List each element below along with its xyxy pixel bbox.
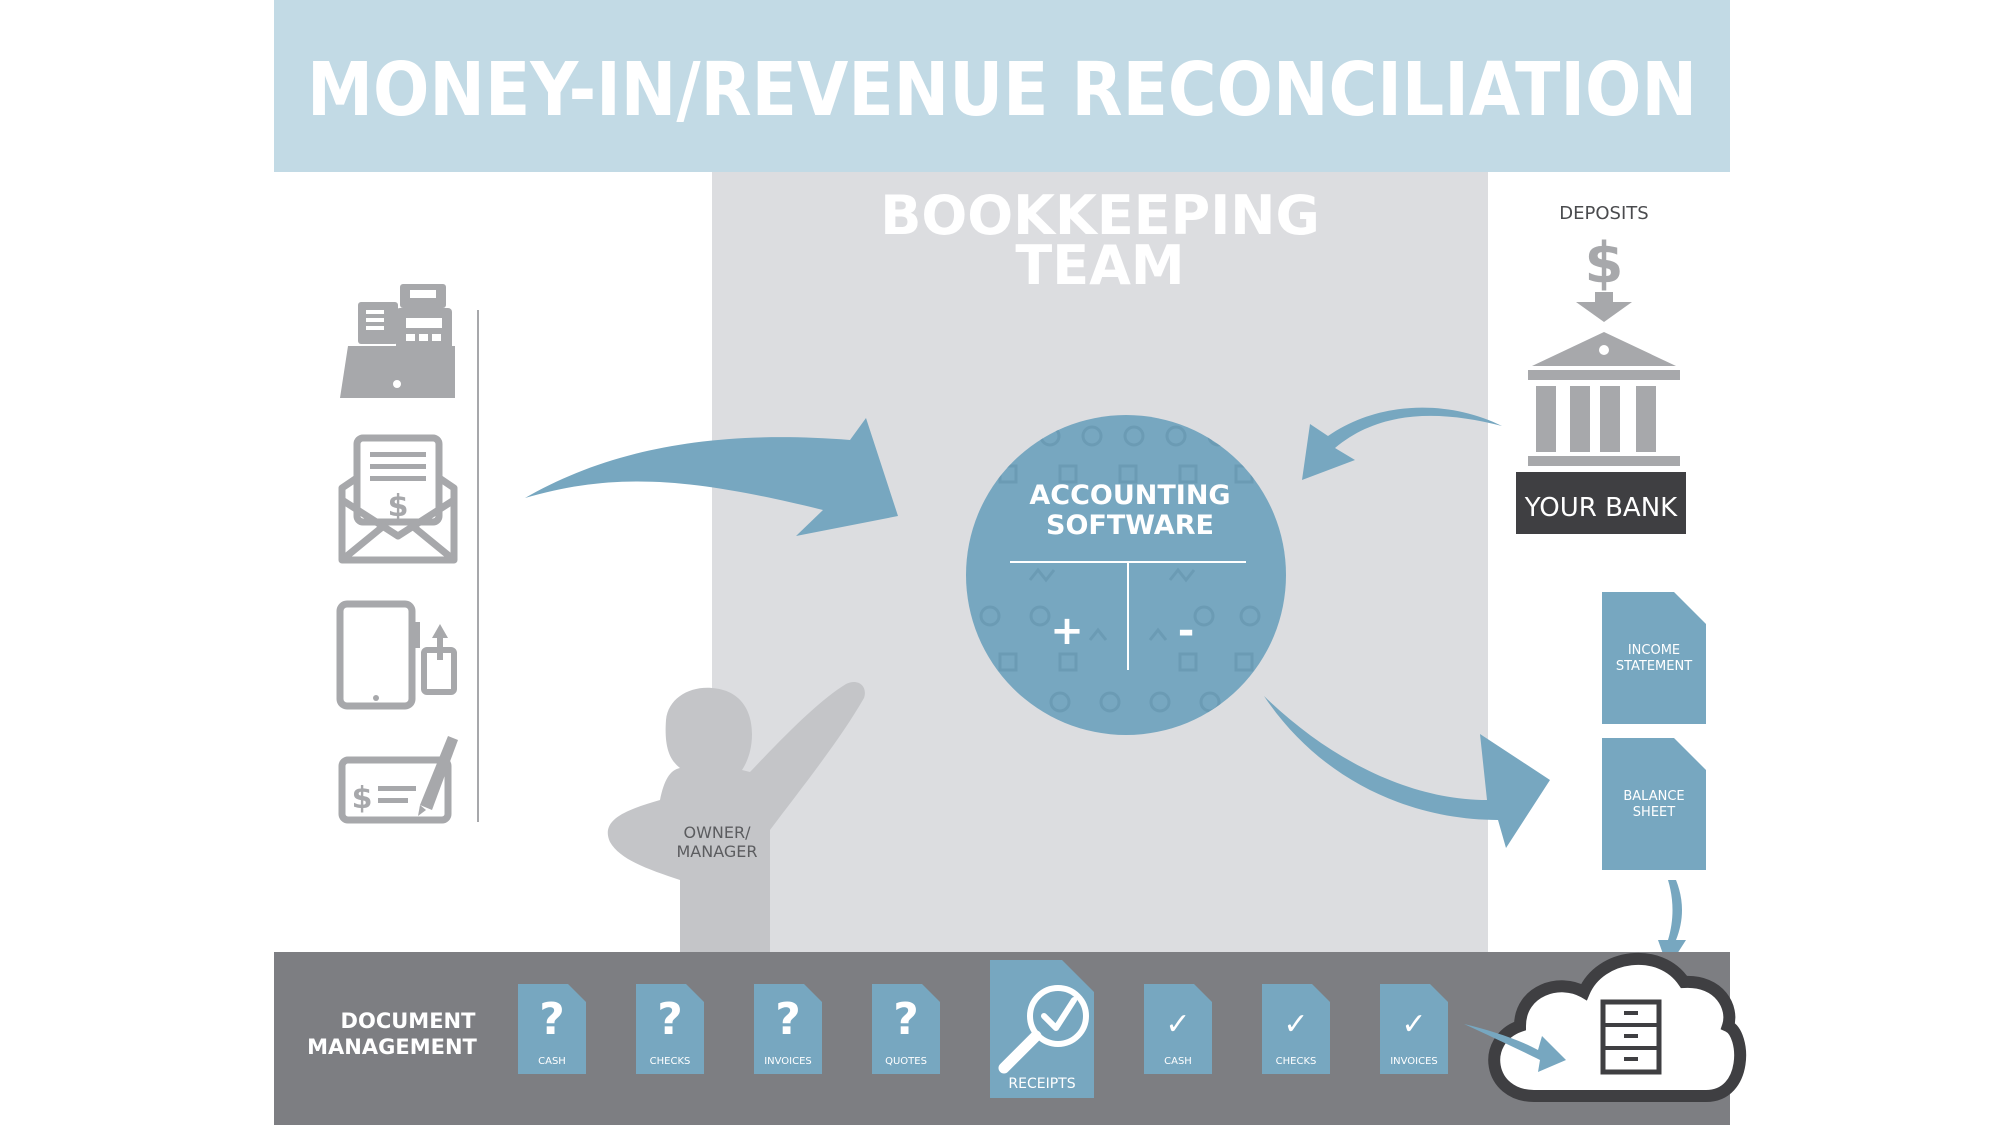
document-card-invoices	[1380, 984, 1448, 1074]
income-statement-line1: INCOME	[1628, 643, 1680, 658]
question-mark-icon: ?	[775, 994, 801, 1045]
bank-building-icon	[1528, 332, 1680, 466]
document-card-label: CHECKS	[650, 1056, 691, 1067]
owner-label-line2: MANAGER	[676, 842, 757, 861]
down-arrow-icon	[1576, 292, 1632, 322]
document-card-cash	[518, 984, 586, 1074]
document-card-label: INVOICES	[764, 1056, 812, 1067]
debit-plus: +	[1050, 608, 1084, 654]
bank-label: YOUR BANK	[1524, 493, 1678, 523]
arrow-docs-to-cloud	[1464, 1024, 1566, 1072]
document-card-label: INVOICES	[1390, 1056, 1438, 1067]
checkmark-icon: ✓	[1401, 1007, 1426, 1042]
team-title-line1: BOOKKEEPING	[880, 184, 1320, 247]
balance-sheet-document	[1602, 738, 1706, 870]
question-mark-icon: ?	[657, 994, 683, 1045]
accounting-software-circle	[966, 415, 1286, 735]
balance-sheet-line1: BALANCE	[1623, 789, 1684, 804]
document-card-label: QUOTES	[885, 1056, 927, 1067]
dollar-icon: $	[1585, 231, 1624, 296]
arrow-bank-to-software	[1302, 407, 1502, 480]
document-card-invoices	[754, 984, 822, 1074]
tablet-card-reader-icon	[336, 600, 457, 710]
document-cards: ? CASH? CHECKS? INVOICES? QUOTES ✓ CASH ✓ CHECKS…	[518, 984, 1448, 1074]
arrow-software-to-reports	[1264, 696, 1550, 848]
checkmark-icon: ✓	[1283, 1007, 1308, 1042]
team-title-line2: TEAM	[1015, 234, 1184, 297]
receipts-label: RECEIPTS	[1008, 1076, 1075, 1092]
doc-management-line1: DOCUMENT	[341, 1009, 477, 1033]
software-title-line1: ACCOUNTING	[1029, 480, 1230, 511]
page-title: MONEY-IN/REVENUE RECONCILIATION	[307, 47, 1697, 133]
document-card-checks	[636, 984, 704, 1074]
document-card-cash	[1144, 984, 1212, 1074]
credit-minus: -	[1178, 608, 1195, 654]
bank-label-box	[1516, 472, 1686, 534]
title-banner	[274, 0, 1730, 172]
arrow-reports-to-cloud	[1658, 880, 1686, 968]
document-card-label: CASH	[538, 1056, 566, 1067]
doc-management-line2: MANAGEMENT	[307, 1035, 477, 1059]
document-card-label: CHECKS	[1276, 1056, 1317, 1067]
mail-payment-icon: $	[338, 434, 458, 564]
magnifier-check-icon	[998, 985, 1089, 1074]
document-card-checks	[1262, 984, 1330, 1074]
owner-manager-silhouette	[607, 681, 865, 952]
document-card-quotes	[872, 984, 940, 1074]
question-mark-icon: ?	[893, 994, 919, 1045]
cash-register-icon	[340, 284, 455, 398]
software-title-line2: SOFTWARE	[1046, 510, 1214, 541]
deposits-label: DEPOSITS	[1559, 203, 1648, 224]
filing-cabinet-icon	[1600, 999, 1662, 1075]
check-pen-icon: $	[338, 736, 458, 824]
balance-sheet-line2: SHEET	[1633, 805, 1675, 820]
owner-label-line1: OWNER/	[684, 823, 752, 842]
income-statement-document	[1602, 592, 1706, 724]
income-statement-line2: STATEMENT	[1616, 659, 1692, 674]
arrow-sources-to-software	[525, 418, 898, 536]
checkmark-icon: ✓	[1165, 1007, 1190, 1042]
document-card-label: CASH	[1164, 1056, 1192, 1067]
svg-text:$: $	[352, 781, 373, 816]
svg-text:$: $	[388, 489, 409, 524]
question-mark-icon: ?	[539, 994, 565, 1045]
